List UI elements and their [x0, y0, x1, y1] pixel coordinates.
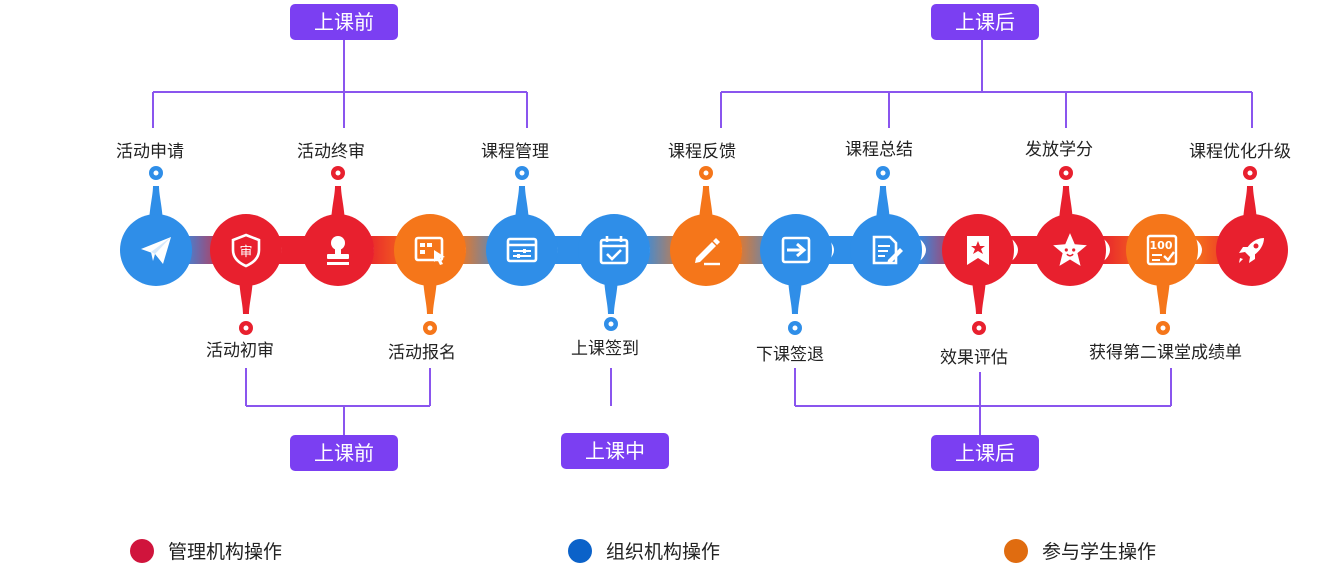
step-label-course-summary: 课程总结 [845, 140, 913, 160]
legend-label-student: 参与学生操作 [1042, 541, 1157, 563]
phase-box-after-bottom: 上课后 [931, 435, 1039, 471]
legend-dot-org [568, 538, 592, 563]
step-label-effect-evaluation: 效果评估 [940, 348, 1008, 368]
pins-up [149, 166, 1257, 222]
form-click-icon [400, 220, 460, 280]
phase-box-before-top: 上课前 [290, 4, 398, 40]
step-label-enrollment: 活动报名 [388, 343, 456, 363]
star-face-icon [1040, 220, 1100, 280]
legend-item-org: 组织机构操作 [568, 537, 720, 564]
step-label-course-management: 课程管理 [481, 142, 549, 162]
document-edit-icon [856, 220, 916, 280]
svg-text:审: 审 [239, 245, 252, 260]
sign-out-icon [766, 220, 826, 280]
step-label-course-feedback: 课程反馈 [668, 142, 736, 162]
score-sheet-icon: 100 [1132, 220, 1192, 280]
bookmark-star-icon [948, 220, 1008, 280]
stamp-icon [308, 220, 368, 280]
paper-plane-icon [126, 220, 186, 280]
legend-item-student: 参与学生操作 [1004, 537, 1156, 564]
step-label-check-out: 下课签退 [756, 345, 824, 365]
pins-down [239, 278, 1170, 335]
calendar-check-icon [584, 220, 644, 280]
step-label-course-upgrade: 课程优化升级 [1189, 142, 1291, 162]
legend-dot-student [1004, 538, 1028, 563]
legend-label-org: 组织机构操作 [606, 541, 721, 563]
step-label-initial-review: 活动初审 [206, 341, 274, 361]
legend-dot-admin [130, 538, 154, 563]
step-label-final-review: 活动终审 [297, 142, 365, 162]
step-label-activity-apply: 活动申请 [116, 142, 184, 162]
settings-panel-icon [492, 220, 552, 280]
step-label-check-in: 上课签到 [571, 339, 639, 359]
step-label-transcript: 获得第二课堂成绩单 [1089, 343, 1242, 363]
shield-audit-icon: 审 [216, 220, 276, 280]
svg-text:100: 100 [1150, 239, 1173, 252]
rocket-icon [1222, 220, 1282, 280]
pencil-icon [676, 220, 736, 280]
legend-item-admin: 管理机构操作 [130, 537, 282, 564]
phase-box-before-bottom: 上课前 [290, 435, 398, 471]
legend-label-admin: 管理机构操作 [168, 541, 283, 563]
phase-box-after-top: 上课后 [931, 4, 1039, 40]
step-label-award-credits: 发放学分 [1025, 140, 1093, 160]
phase-box-during: 上课中 [561, 433, 669, 469]
